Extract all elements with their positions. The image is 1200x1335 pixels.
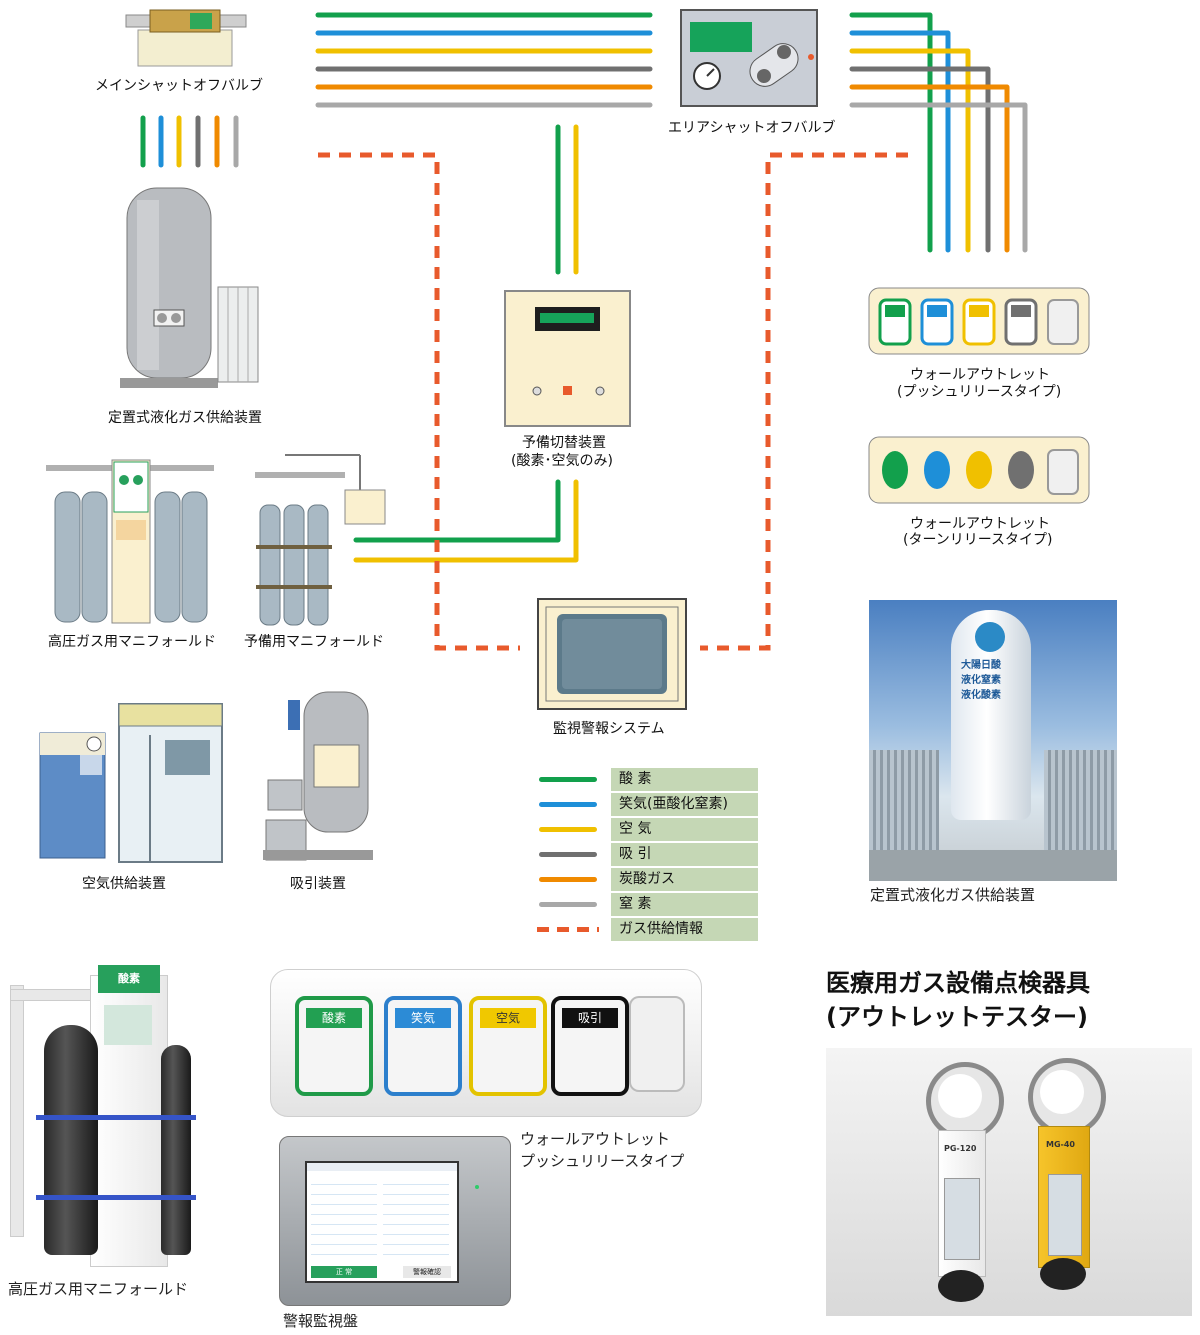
alarm-acknowledge-button[interactable]: 警報確認 [403, 1266, 451, 1278]
wall-outlet-photo: 酸素 笑気 空気 吸引 [270, 969, 702, 1117]
legend-item-nitrogen: 窒 素 [527, 893, 758, 916]
legend-item-gas-info: ガス供給情報 [527, 918, 758, 941]
alarm-panel-photo: 正 常 警報確認 [279, 1136, 511, 1306]
hp-manifold-illustration [46, 459, 214, 624]
switch-unit-caption-2: (酸素･空気のみ) [511, 453, 613, 469]
wall-push-caption-1: ウォールアウトレット [910, 367, 1050, 383]
hp-manifold-photo-caption: 高圧ガス用マニフォールド [8, 1280, 189, 1298]
legend-item-carbon-dioxide: 炭酸ガス [527, 868, 758, 891]
alarm-panel-caption: 警報監視盤 [283, 1312, 359, 1330]
alarm-normal-button[interactable]: 正 常 [311, 1266, 377, 1278]
wall-turn-caption-2: (ターンリリースタイプ) [903, 532, 1053, 548]
hp-manifold-caption: 高圧ガス用マニフォールド [48, 634, 216, 650]
legend-item-nitrous-oxide: 笑気(亜酸化窒素) [527, 793, 758, 816]
tester-title-line-1: 医療用ガス設備点検器具 [826, 969, 1090, 997]
suction-illustration [263, 691, 373, 861]
legend-item-air: 空 気 [527, 818, 758, 841]
legend-item-suction: 吸 引 [527, 843, 758, 866]
main-valve-caption: メインシャットオフバルブ [95, 78, 263, 94]
gas-info-lines [318, 152, 908, 651]
tester-title-line-2: (アウトレットテスター) [826, 1003, 1088, 1031]
air-supply-illustration [39, 703, 223, 863]
tester-title: 医療用ガス設備点検器具 (アウトレットテスター) [826, 966, 1090, 1034]
backup-manifold-illustration [255, 454, 386, 626]
area-shutoff-valve [680, 9, 818, 107]
wall-turn-caption-1: ウォールアウトレット [910, 516, 1050, 532]
lgc-tank-photo: 大陽日酸 液化窒素 液化酸素 [869, 600, 1117, 881]
wall-photo-caption-1: ウォールアウトレット [520, 1130, 671, 1148]
cylinder-label-2: 素 [129, 972, 140, 985]
main-valve-stubs [140, 115, 239, 168]
outlet-label-suction: 吸引 [562, 1008, 618, 1028]
tank-label-oxygen: 液化酸素 [961, 690, 1001, 701]
outlet-label-oxygen: 酸素 [306, 1008, 362, 1028]
outlet-label-air: 空気 [480, 1008, 536, 1028]
air-supply-caption: 空気供給装置 [82, 876, 166, 892]
lgc-photo-caption: 定置式液化ガス供給装置 [870, 886, 1036, 904]
backup-manifold-caption: 予備用マニフォールド [244, 634, 384, 650]
tester-model-yellow: MG-40 [1046, 1140, 1075, 1149]
monitor-caption: 監視警報システム [553, 721, 665, 737]
switch-unit-caption-1: 予備切替装置 [522, 435, 606, 451]
wall-outlet-turn-illustration [868, 436, 1090, 504]
main-shutoff-valve [125, 9, 247, 67]
area-valve-caption: エリアシャットオフバルブ [668, 120, 836, 136]
wall-outlet-push-illustration [868, 287, 1090, 355]
tank-label-nitrogen: 液化窒素 [961, 675, 1001, 686]
legend: 酸 素 笑気(亜酸化窒素) 空 気 吸 引 炭酸ガス 窒 素 ガス供給情報 [527, 768, 758, 943]
area-pipe-bundle [849, 12, 1028, 253]
wall-push-caption-2: (プッシュリリースタイプ) [897, 384, 1062, 400]
hp-manifold-photo: 酸素 [6, 965, 206, 1275]
outlet-label-nitrous-oxide: 笑気 [395, 1008, 451, 1028]
suction-caption: 吸引装置 [290, 876, 346, 892]
monitor-illustration [537, 598, 687, 710]
switch-unit-illustration [504, 290, 631, 427]
outlet-tester-photo: PG-120 MG-40 [826, 1048, 1192, 1316]
main-pipe-bundle [315, 12, 653, 108]
legend-item-oxygen: 酸 素 [527, 768, 758, 791]
cylinder-label-1: 酸 [118, 972, 129, 985]
wall-photo-caption-2: プッシュリリースタイプ [520, 1152, 685, 1170]
tank-brand: 大陽日酸 [961, 660, 1001, 671]
tester-model-white: PG-120 [944, 1144, 977, 1153]
lgc-tank-caption: 定置式液化ガス供給装置 [108, 410, 262, 426]
switch-pipes [353, 124, 579, 563]
lgc-tank-illustration [120, 187, 259, 388]
